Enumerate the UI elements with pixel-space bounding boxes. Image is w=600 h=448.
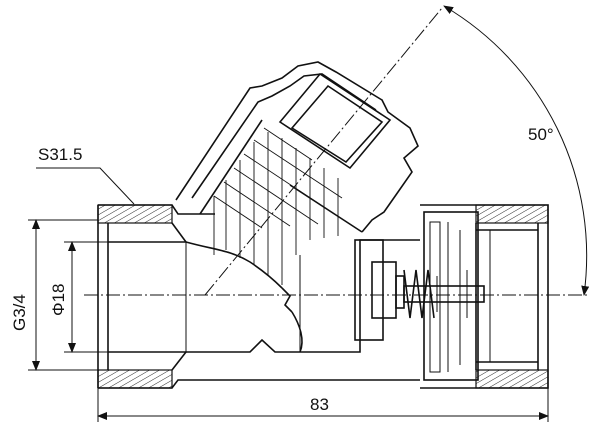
hex-size-label: S31.5: [38, 145, 82, 164]
angle-dimension: 50°: [443, 5, 590, 296]
bore-label: Φ18: [49, 284, 68, 316]
length-dimension: 83: [97, 388, 549, 422]
hex-size-callout: S31.5: [36, 145, 135, 205]
strainer-branch: [175, 7, 443, 296]
screen-mesh: [213, 127, 343, 285]
thread-label: G3/4: [10, 294, 29, 331]
angle-label: 50°: [528, 125, 554, 144]
bore-dimension: Φ18: [49, 241, 108, 353]
length-label: 83: [310, 395, 329, 414]
thread-dimension: G3/4: [10, 219, 98, 371]
valve-body: [97, 204, 549, 389]
